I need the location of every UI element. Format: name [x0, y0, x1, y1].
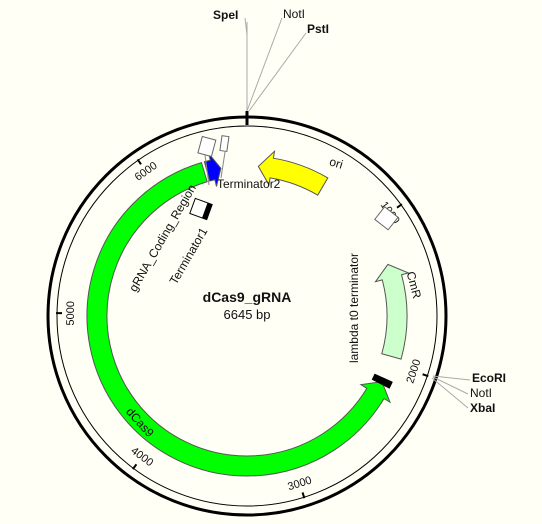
plasmid-name: dCas9_gRNA: [203, 289, 292, 305]
ecori-site-label: EcoRI: [472, 371, 506, 385]
plasmid-length: 6645 bp: [224, 307, 271, 322]
xbai-site-label: XbaI: [470, 401, 495, 415]
cmr-label: CmR: [404, 270, 425, 300]
scale-tick-1000: [396, 203, 403, 209]
psti-site-label: PstI: [307, 22, 329, 36]
scale-tick-2000: [422, 373, 429, 378]
terminator2-leader-2: [220, 151, 226, 179]
lambda-t0-terminator-box: [374, 206, 399, 231]
scale-tick-6000: [136, 158, 142, 165]
backbone-inner-ring: [56, 125, 438, 507]
lambda-t0-terminator-label: lambda t0 terminator: [347, 253, 361, 363]
dcas9-end-marker: [371, 373, 393, 389]
dcas9-arrow: [86, 161, 392, 477]
noti-site-label-top: NotI: [283, 7, 305, 21]
ori-arrow: [257, 149, 329, 196]
ori-label: ori: [328, 155, 345, 172]
scale-tick-label-5000: 5000: [65, 301, 77, 326]
spei-site-label: SpeI: [213, 8, 238, 22]
terminator2-leader: [204, 154, 210, 186]
scale-tick-3000: [301, 492, 306, 499]
feature-arrows: [86, 149, 410, 477]
terminator2-box-small: [219, 135, 230, 153]
terminator2-label: Terminator2: [217, 177, 281, 191]
terminator2-box: [197, 135, 217, 158]
terminator1-box: [189, 197, 213, 221]
right-site-leaders: [431, 375, 471, 409]
noti-site-label-right: NotI: [470, 386, 492, 400]
scale-tick-4000: [132, 463, 138, 470]
top-site-leaders: [244, 17, 307, 112]
cmr-arrow: [374, 263, 410, 360]
grna-arrow: [203, 153, 222, 187]
